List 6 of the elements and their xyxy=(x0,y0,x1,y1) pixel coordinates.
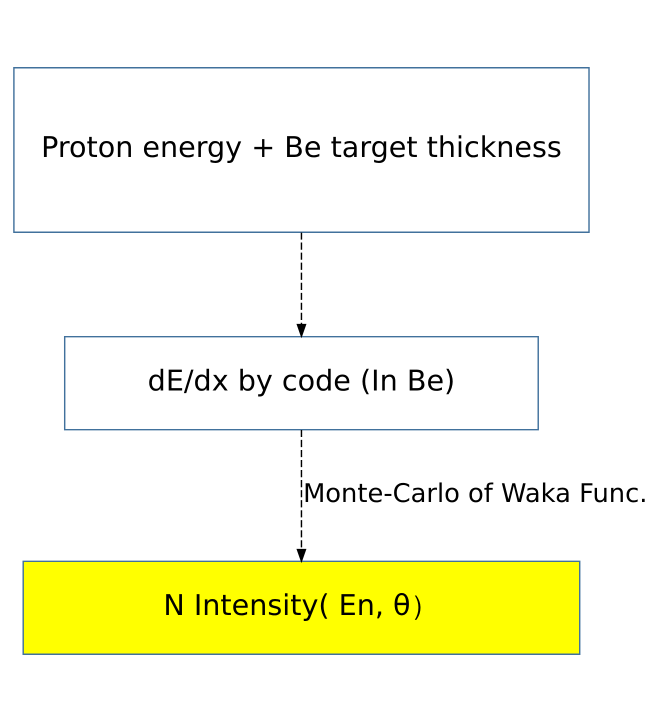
node-box: dE/dx by code (In Be) xyxy=(64,335,539,430)
node-box: Proton energy + Be target thickness xyxy=(13,66,590,232)
arrow xyxy=(296,430,306,563)
edge-label: Monte-Carlo of Waka Func. xyxy=(303,478,648,508)
arrow xyxy=(296,232,306,338)
node-box: N Intensity( En, θ） xyxy=(22,560,580,654)
